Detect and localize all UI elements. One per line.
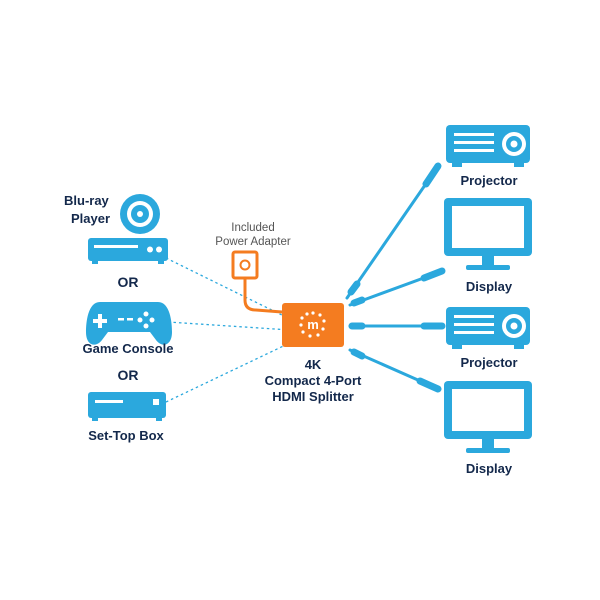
- output-projector-bottom: Projector: [446, 307, 530, 370]
- splitter-logo-letter: m: [307, 317, 319, 332]
- power-label-line2: Power Adapter: [215, 236, 291, 248]
- bluray-connection-line: [165, 257, 297, 323]
- game-console: Game Console: [82, 302, 174, 356]
- projector-icon: [446, 307, 530, 349]
- settop-label: Set-Top Box: [88, 428, 164, 443]
- bluray-label-line1: Blu-ray: [64, 193, 110, 208]
- or-separator-1: OR: [118, 274, 139, 290]
- cable-to-display-top: [348, 267, 446, 307]
- output-label-display-bottom: Display: [466, 461, 513, 476]
- set-top-box: Set-Top Box: [88, 392, 166, 443]
- hdmi-splitter-icon: m: [282, 303, 344, 347]
- source-connection-lines: [165, 257, 297, 403]
- console-label: Game Console: [82, 341, 173, 356]
- or-separator-2: OR: [118, 367, 139, 383]
- set-top-box-icon: [88, 392, 166, 421]
- bluray-disc-player-icon: [88, 194, 168, 264]
- cable-to-display-bottom: [348, 348, 442, 393]
- output-cables: [345, 162, 446, 393]
- output-projector-top: Projector: [446, 125, 530, 188]
- splitter-label-line2: Compact 4-Port: [265, 373, 362, 388]
- hdmi-splitter: m 4K Compact 4-Port HDMI Splitter: [265, 303, 362, 404]
- output-label-projector-top: Projector: [460, 173, 517, 188]
- monitor-icon: [444, 198, 532, 270]
- cable-to-projector-top: [345, 162, 442, 300]
- splitter-label-line1: 4K: [305, 357, 322, 372]
- projector-icon: [446, 125, 530, 167]
- splitter-label-line3: HDMI Splitter: [272, 389, 354, 404]
- console-connection-line: [167, 321, 291, 331]
- bluray-player: Blu-ray Player: [64, 193, 168, 264]
- gamepad-icon: [86, 302, 172, 345]
- output-display-top: Display: [444, 198, 532, 294]
- bluray-label-line2: Player: [71, 211, 110, 226]
- output-display-bottom: Display: [444, 381, 532, 476]
- power-label-line1: Included: [231, 222, 274, 234]
- output-label-display-top: Display: [466, 279, 513, 294]
- output-label-projector-bottom: Projector: [460, 355, 517, 370]
- power-adapter: Included Power Adapter: [215, 222, 291, 314]
- monitor-icon: [444, 381, 532, 453]
- power-adapter-icon: [231, 250, 284, 314]
- settop-connection-line: [165, 339, 297, 403]
